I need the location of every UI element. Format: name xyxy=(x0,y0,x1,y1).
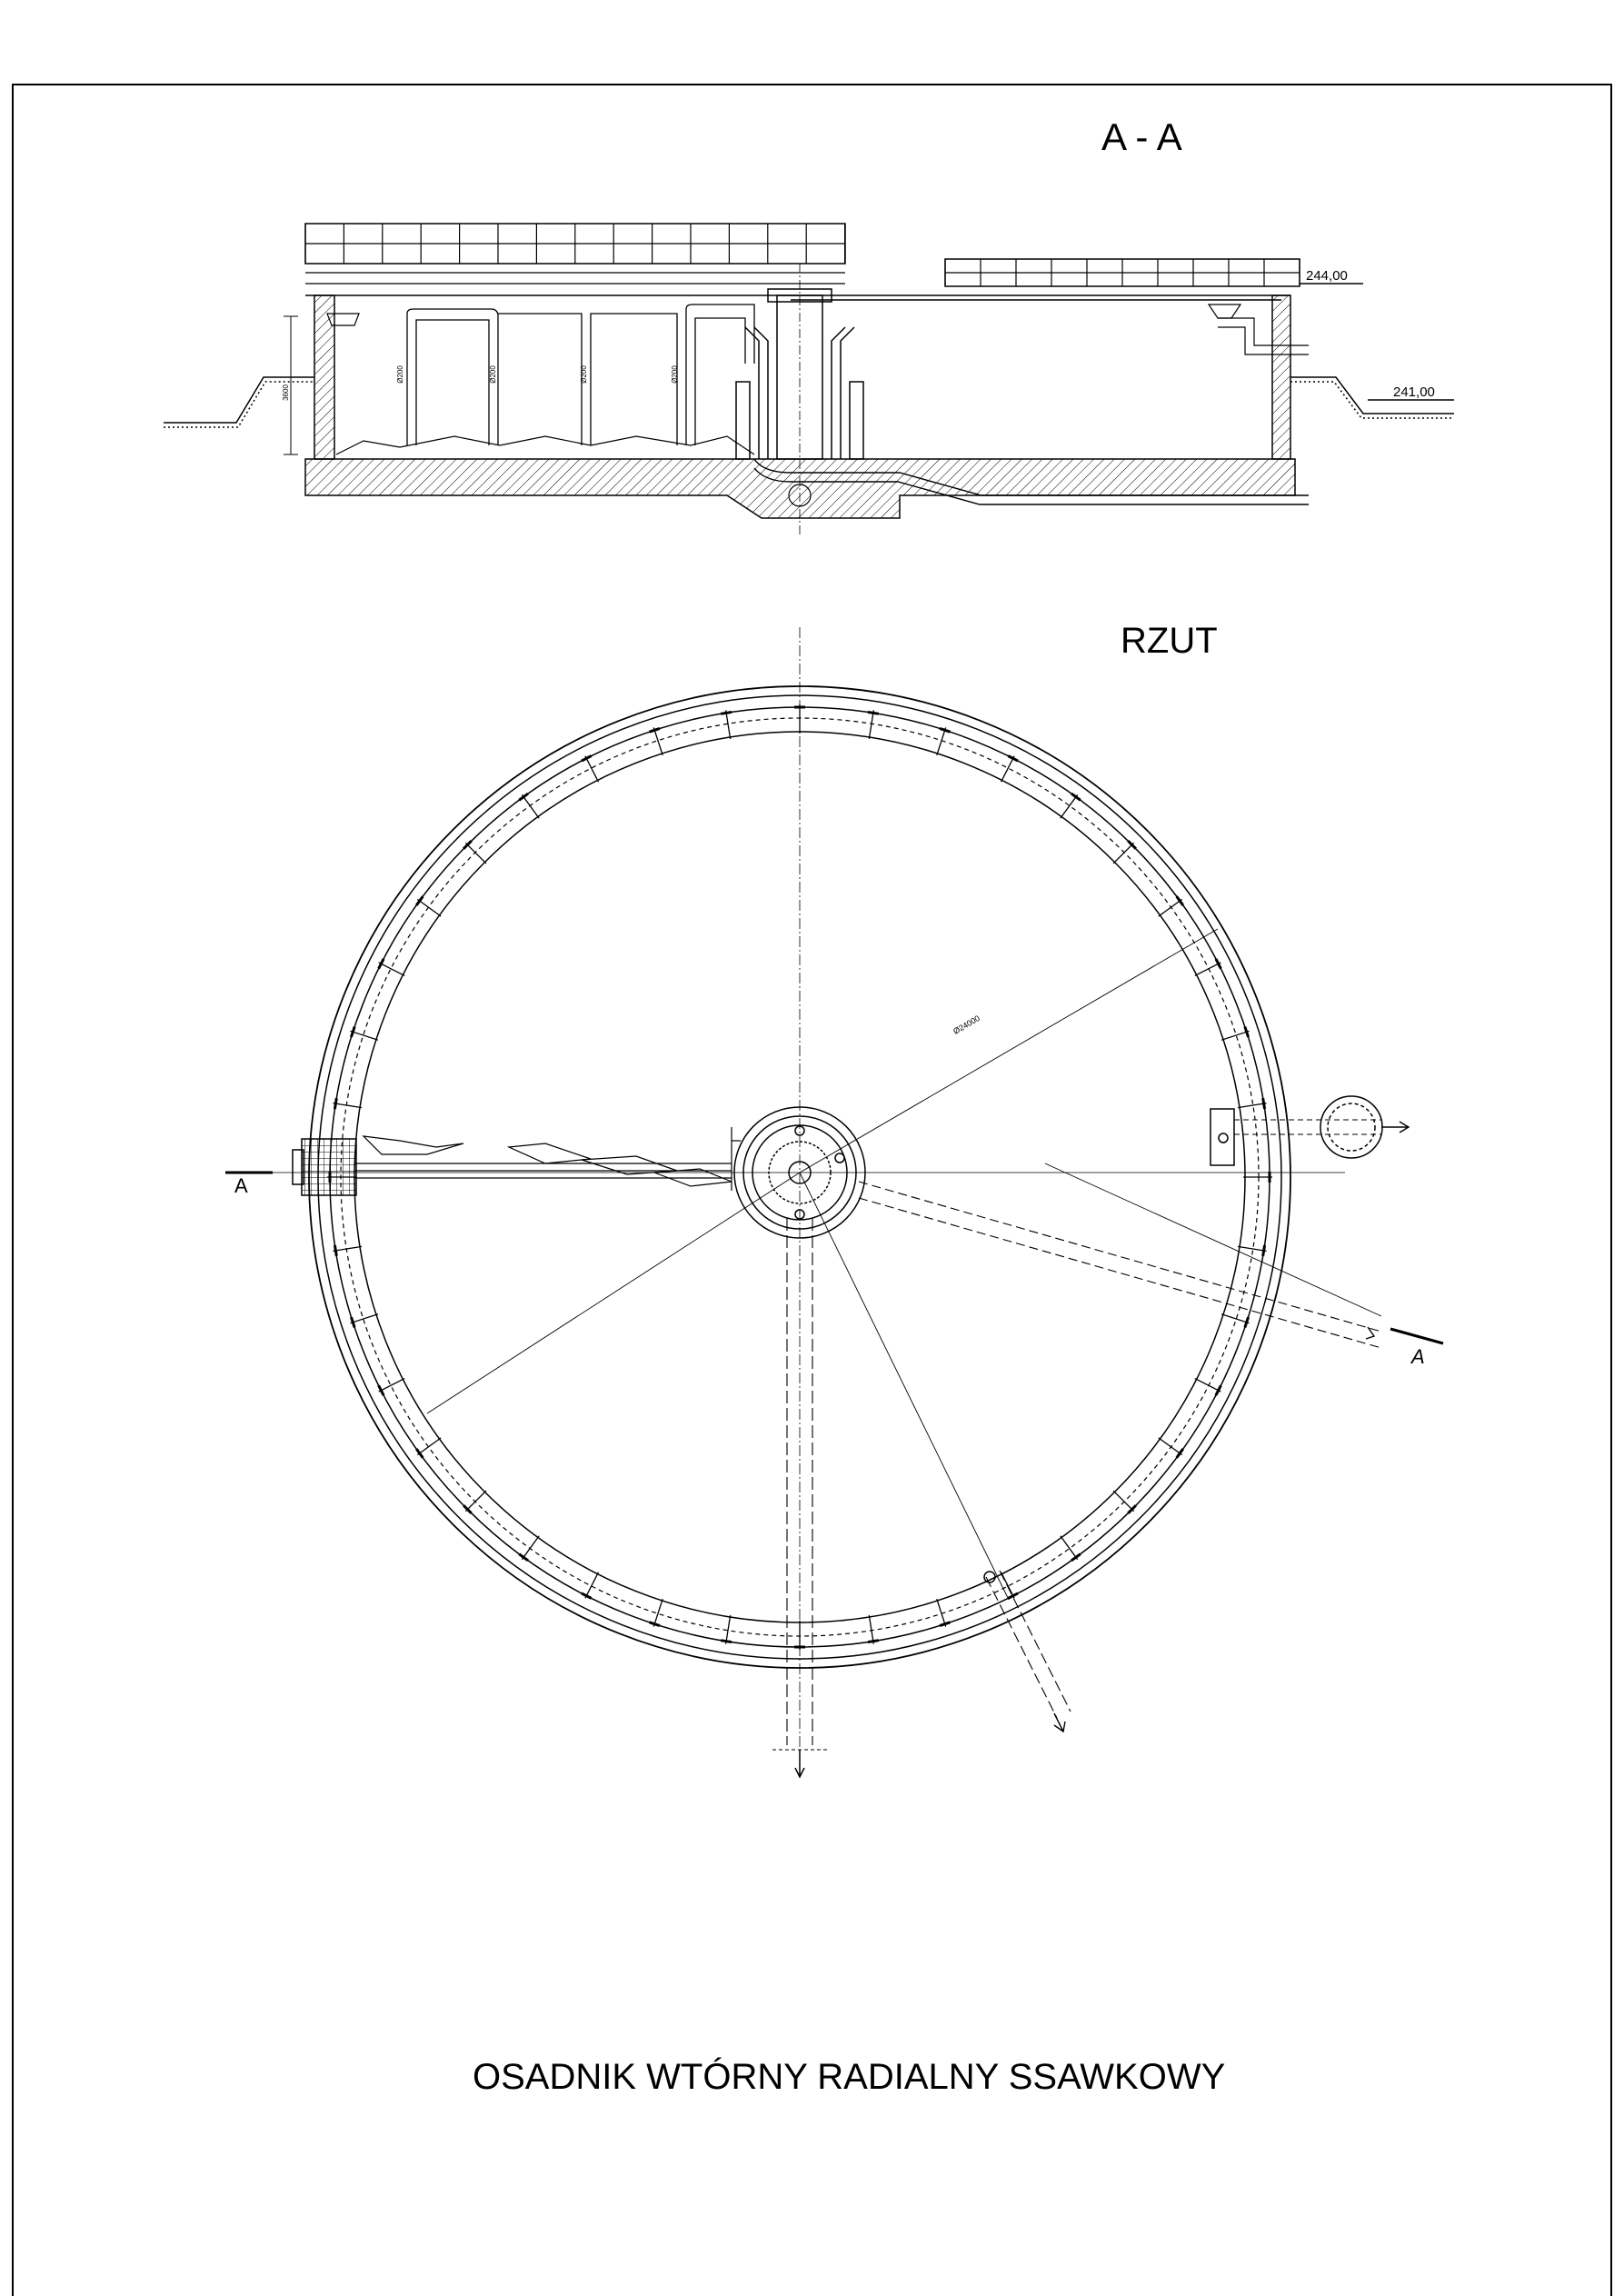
section-title: A - A xyxy=(1101,115,1182,158)
ring-bracket-plate xyxy=(1175,895,1185,906)
ring-bracket-plate xyxy=(867,1639,880,1644)
level-ground: 241,00 xyxy=(1393,384,1435,400)
ring-bracket xyxy=(1060,1535,1079,1561)
section-marker-left: A xyxy=(234,1174,248,1197)
height-dimension: 3600 xyxy=(282,384,290,401)
ring-bracket xyxy=(584,755,600,783)
ring-bracket xyxy=(1237,1103,1267,1109)
drawing-title: OSADNIK WTÓRNY RADIALNY SSAWKOWY xyxy=(473,2056,1225,2097)
suction-pipes xyxy=(406,304,755,445)
ring-bracket-plate xyxy=(720,710,732,715)
ring-bracket-plate xyxy=(518,792,529,802)
bridge-posts-left xyxy=(304,224,846,264)
ring-bracket-plate xyxy=(1175,1448,1185,1459)
inlet-box xyxy=(301,1138,357,1196)
ring-bracket-plate xyxy=(350,1026,356,1038)
ring-bracket-plate xyxy=(1214,958,1222,970)
ring-brackets xyxy=(327,704,1272,1650)
ring-bracket xyxy=(1112,1490,1135,1512)
ring-bracket-plate xyxy=(1261,1244,1267,1257)
section-view xyxy=(164,223,1454,536)
ring-bracket xyxy=(725,1614,732,1644)
ring-bracket-plate xyxy=(1127,840,1137,850)
ring-bracket-plate xyxy=(1243,1026,1250,1038)
ring-bracket-plate xyxy=(1007,1592,1019,1600)
ring-bracket-plate xyxy=(649,727,661,734)
ring-bracket xyxy=(521,794,540,819)
ring-bracket-plate xyxy=(463,840,473,850)
ring-bracket-plate xyxy=(333,1097,338,1110)
ring-bracket-plate xyxy=(377,958,385,970)
plan-view xyxy=(225,627,1444,1779)
pipe-dimension-1: Ø200 xyxy=(396,365,404,384)
ring-bracket xyxy=(1220,1030,1250,1041)
ring-bracket-plate xyxy=(720,1639,732,1644)
ring-bracket xyxy=(350,1313,379,1324)
plan-title: RZUT xyxy=(1121,621,1218,661)
ring-bracket xyxy=(653,1598,663,1627)
ring-bracket xyxy=(1194,1377,1221,1393)
ring-bracket xyxy=(333,1103,363,1109)
ring-bracket-plate xyxy=(581,1592,593,1600)
ring-bracket xyxy=(1000,755,1015,783)
pipe-dimension-4: Ø200 xyxy=(671,365,679,384)
ring-bracket-plate xyxy=(1071,1552,1081,1562)
ring-bracket xyxy=(1237,1245,1267,1252)
ring-bracket-plate xyxy=(649,1621,661,1627)
ring-bracket-plate xyxy=(350,1316,356,1328)
ring-bracket xyxy=(868,710,874,740)
pipe-dimension-3: Ø200 xyxy=(580,365,588,384)
ring-bracket-plate xyxy=(333,1244,338,1257)
ring-bracket-plate xyxy=(1007,754,1019,763)
ring-bracket xyxy=(350,1030,379,1041)
ring-bracket xyxy=(1220,1313,1250,1324)
ring-bracket xyxy=(936,1598,947,1627)
ring-bracket-plate xyxy=(1243,1316,1250,1328)
ring-bracket-plate xyxy=(1261,1097,1267,1110)
ring-bracket-plate xyxy=(414,895,424,906)
ring-bracket xyxy=(584,1572,600,1599)
ring-bracket xyxy=(464,842,487,864)
radial-lines xyxy=(426,928,1219,1601)
ring-bracket xyxy=(1194,962,1221,977)
ring-bracket xyxy=(378,962,405,977)
ring-bracket-plate xyxy=(377,1384,385,1396)
ring-bracket-plate xyxy=(939,1621,951,1627)
ring-bracket xyxy=(1112,842,1135,864)
ring-bracket xyxy=(653,727,663,756)
ring-bracket-plate xyxy=(867,710,880,715)
ring-bracket xyxy=(416,1437,442,1456)
ring-bracket-plate xyxy=(463,1504,473,1514)
ring-bracket-plate xyxy=(414,1448,424,1459)
bridge-posts-right xyxy=(944,259,1300,286)
pipe-dimension-2: Ø200 xyxy=(489,365,497,384)
ring-bracket xyxy=(378,1377,405,1393)
diameter-dimension: Ø24000 xyxy=(951,1013,981,1036)
ring-bracket xyxy=(1158,1437,1183,1456)
sheet-border xyxy=(12,84,1612,2296)
ring-bracket xyxy=(1158,898,1183,917)
ring-bracket xyxy=(936,727,947,756)
section-marker-right-line xyxy=(1390,1327,1444,1345)
scraper-arm xyxy=(354,1127,741,1191)
center-structure xyxy=(733,1106,866,1239)
level-top: 244,00 xyxy=(1306,268,1348,284)
section-marker-right: A xyxy=(1410,1345,1425,1368)
ring-bracket xyxy=(725,710,732,740)
outlet-manhole xyxy=(1320,1095,1383,1159)
ring-bracket-plate xyxy=(1127,1504,1137,1514)
ring-bracket xyxy=(464,1490,487,1512)
ring-bracket-plate xyxy=(1214,1384,1222,1396)
ring-bracket xyxy=(333,1245,363,1252)
ring-bracket xyxy=(1060,794,1079,819)
ring-bracket xyxy=(416,898,442,917)
ring-bracket-plate xyxy=(1071,792,1081,802)
ring-bracket-plate xyxy=(518,1552,529,1562)
ring-bracket xyxy=(1000,1572,1015,1599)
ring-bracket-plate xyxy=(581,754,593,763)
ring-bracket xyxy=(521,1535,540,1561)
ring-bracket-plate xyxy=(939,727,951,734)
ring-bracket xyxy=(868,1614,874,1644)
